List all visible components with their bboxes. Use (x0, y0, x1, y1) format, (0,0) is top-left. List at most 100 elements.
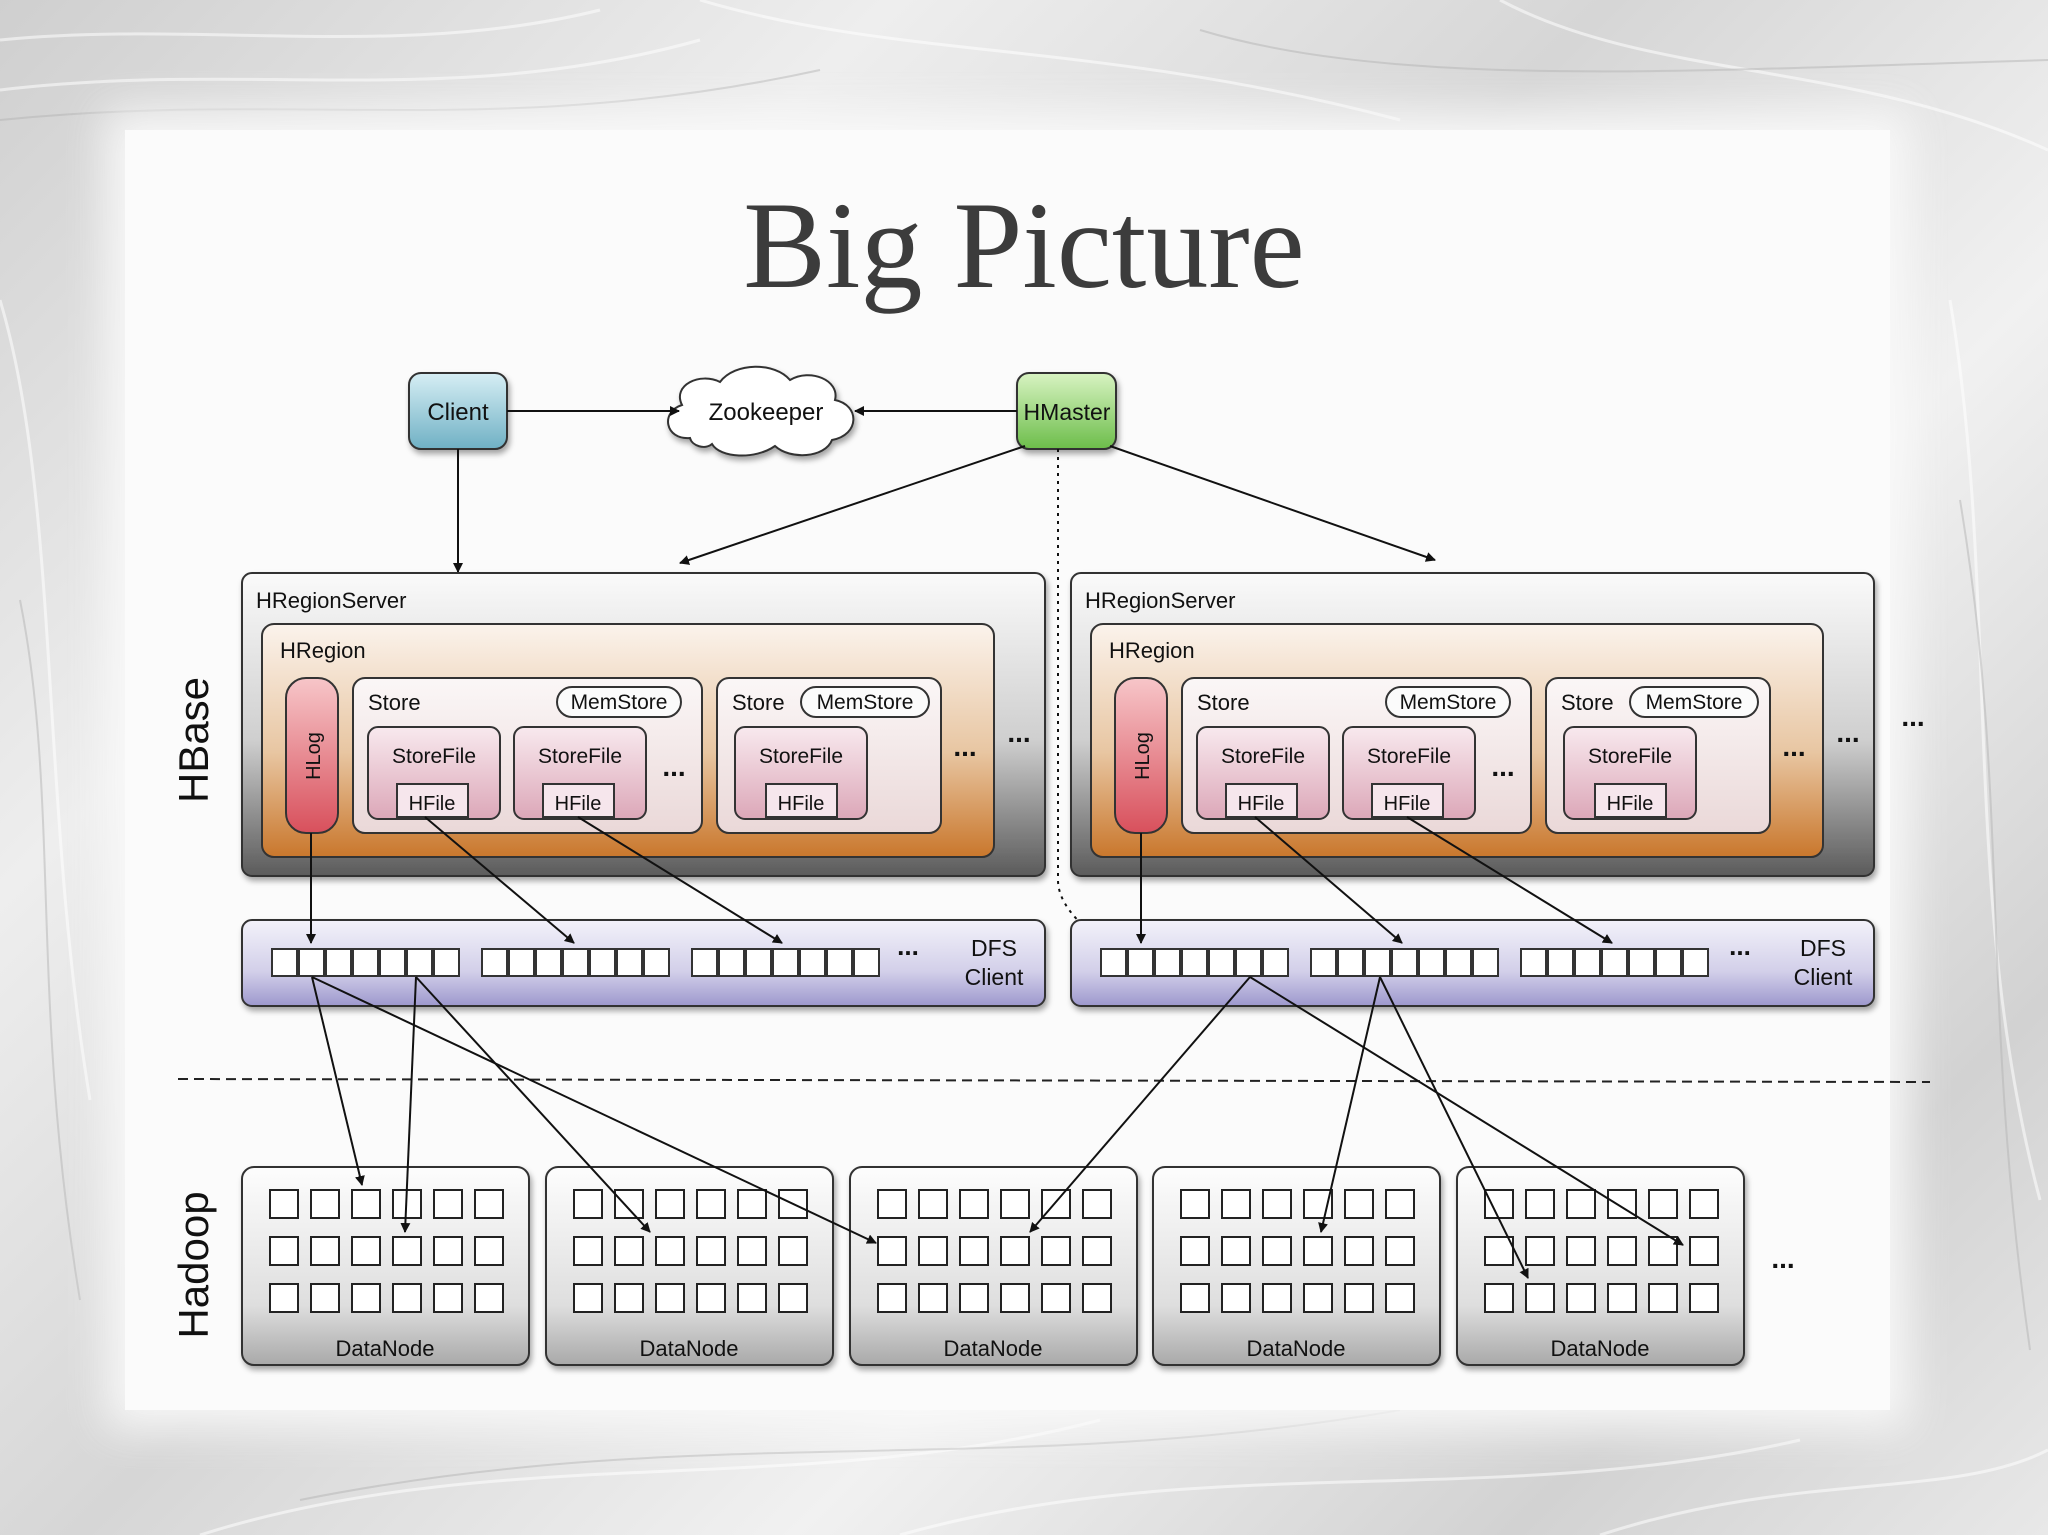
datanode-label: DataNode (1550, 1336, 1649, 1361)
datanode-block (918, 1236, 948, 1266)
datanode-block (1525, 1283, 1555, 1313)
datanode-block (655, 1283, 685, 1313)
hbase-hadoop-divider (177, 1078, 1931, 1083)
datanode-block (474, 1283, 504, 1313)
datanode-block (1221, 1189, 1251, 1219)
datanode-block (474, 1236, 504, 1266)
datanode-block (1082, 1189, 1112, 1219)
dfs-block (799, 948, 826, 977)
dfs-block (1472, 948, 1499, 977)
storefile-label: StoreFile (1221, 745, 1305, 768)
dfs-block (1682, 948, 1709, 977)
client-node: Client (408, 372, 508, 450)
storefile-2b1: StoreFile HFile (1563, 726, 1697, 820)
datanode-block (1689, 1283, 1719, 1313)
datanode-block (1180, 1189, 1210, 1219)
dfs-block (1154, 948, 1181, 977)
memstore-label: MemStore (1400, 691, 1497, 714)
datanode-block (696, 1189, 726, 1219)
hfile-label: HFile (1384, 793, 1431, 815)
dfs-block (1547, 948, 1574, 977)
datanode-block (1344, 1283, 1374, 1313)
datanode-block (269, 1283, 299, 1313)
dfs-block (1391, 948, 1418, 977)
datanode-label: DataNode (639, 1336, 738, 1361)
hlog-label: HLog (1132, 732, 1154, 780)
replication-arrows (311, 976, 1684, 1279)
dfs-block (433, 948, 460, 977)
dfs-block (1418, 948, 1445, 977)
control-arrows (453, 406, 1436, 944)
memstore-label: MemStore (817, 691, 914, 714)
storefile-label: StoreFile (392, 745, 476, 768)
datanode-block (696, 1283, 726, 1313)
datanode-block (351, 1283, 381, 1313)
dfs-block (406, 948, 433, 977)
datanode-block (877, 1189, 907, 1219)
ellipsis: ... (1836, 717, 1859, 748)
datanode-block (1484, 1283, 1514, 1313)
ellipsis: ... (1771, 1243, 1794, 1274)
datanode-block (918, 1189, 948, 1219)
dfs-block (643, 948, 670, 977)
datanode-block (1648, 1189, 1678, 1219)
datanode-block (614, 1236, 644, 1266)
hregion-2: HRegion HLog Store MemStore StoreFile HF… (1090, 623, 1824, 858)
datanode-block (614, 1283, 644, 1313)
datanode-block (1607, 1283, 1637, 1313)
storefile-label: StoreFile (1588, 745, 1672, 768)
dfs-block (1655, 948, 1682, 977)
ellipsis: ... (1782, 731, 1805, 762)
hregionserver-label: HRegionServer (256, 588, 406, 613)
datanode-block (655, 1189, 685, 1219)
storefile-2a2: StoreFile HFile (1342, 726, 1476, 820)
dfs-client-1: ... DFS Client (241, 919, 1046, 1007)
datanode-block (877, 1236, 907, 1266)
datanode-block (1180, 1283, 1210, 1313)
datanode-block (1041, 1236, 1071, 1266)
write-arrows (306, 816, 1613, 944)
dfs-block (298, 948, 325, 977)
datanode-block (918, 1283, 948, 1313)
datanode-block (1262, 1189, 1292, 1219)
memstore-label: MemStore (1646, 691, 1743, 714)
store-label: Store (732, 690, 785, 715)
dfs-block (1445, 948, 1472, 977)
storefile-label: StoreFile (1367, 745, 1451, 768)
datanode-block (1607, 1236, 1637, 1266)
dfs-block (853, 948, 880, 977)
datanode-block (269, 1236, 299, 1266)
datanode-block (573, 1236, 603, 1266)
datanode-block (1180, 1236, 1210, 1266)
datanode-block (696, 1236, 726, 1266)
hmaster-label: HMaster (1024, 399, 1111, 425)
dfs-block (535, 948, 562, 977)
dfs-block (772, 948, 799, 977)
datanode-block (351, 1189, 381, 1219)
dfs-block (1181, 948, 1208, 977)
dfs-block (1208, 948, 1235, 977)
dfs-client-label-line1: DFS (1800, 935, 1846, 961)
datanode-block (959, 1189, 989, 1219)
dfs-block (691, 948, 718, 977)
ellipsis: ... (1729, 931, 1751, 961)
ellipsis: ... (662, 751, 685, 782)
datanode: DataNode (1152, 1166, 1441, 1366)
datanode-block (737, 1283, 767, 1313)
zookeeper-label: Zookeeper (709, 399, 824, 426)
hregion-label: HRegion (280, 638, 366, 663)
hlog-label: HLog (303, 732, 325, 780)
dfs-block (1520, 948, 1547, 977)
datanode-block (433, 1283, 463, 1313)
storefile-1b1: StoreFile HFile (734, 726, 868, 820)
datanode-block (1041, 1283, 1071, 1313)
datanode-block (310, 1283, 340, 1313)
store-label: Store (1197, 690, 1250, 715)
datanode-label: DataNode (335, 1336, 434, 1361)
datanode-block (1262, 1283, 1292, 1313)
datanode-block (1566, 1283, 1596, 1313)
dfs-block (1262, 948, 1289, 977)
hfile-label: HFile (1607, 793, 1654, 815)
